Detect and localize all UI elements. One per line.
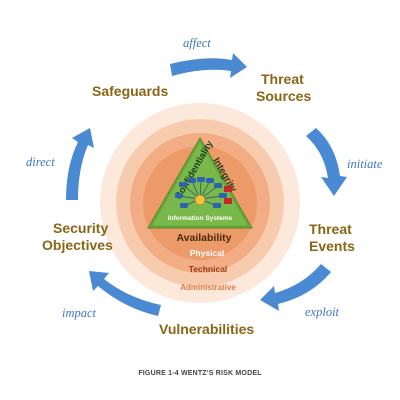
arrow-initiate <box>306 128 347 196</box>
network-icon <box>175 177 232 208</box>
node-threat-sources-line2: Sources <box>256 88 311 104</box>
node-security-objectives-line2: Objectives <box>42 237 113 253</box>
ring-label-availability: Availability <box>176 232 231 244</box>
label-impact: impact <box>62 306 97 320</box>
node-threat-events-line2: Events <box>309 238 355 254</box>
node-safeguards: Safeguards <box>92 83 168 99</box>
node-labels: Safeguards Threat Sources Threat Events … <box>42 71 355 337</box>
triangle-information-systems: Information Systems <box>168 215 233 222</box>
arrow-exploit <box>260 264 331 311</box>
arrow-affect <box>170 53 247 78</box>
label-initiate: initiate <box>347 157 383 171</box>
ring-label-administrative: Administrative <box>180 283 236 292</box>
ring-labels: Availability Physical Technical Administ… <box>176 232 236 292</box>
ring-label-technical: Technical <box>189 264 228 274</box>
ring-label-physical: Physical <box>190 248 225 258</box>
node-vulnerabilities: Vulnerabilities <box>159 321 254 337</box>
node-security-objectives-line1: Security <box>53 220 108 236</box>
arrow-labels: affect initiate exploit impact direct <box>26 36 383 320</box>
figure-caption: FIGURE 1-4 WENTZ'S RISK MODEL <box>138 370 262 377</box>
node-threat-sources-line1: Threat <box>261 71 304 87</box>
arrow-impact <box>89 271 161 316</box>
triangle-highlight <box>153 143 247 225</box>
cycle-arrows <box>66 53 347 316</box>
arrow-direct <box>66 128 94 200</box>
label-exploit: exploit <box>305 305 340 319</box>
label-direct: direct <box>26 155 55 169</box>
label-affect: affect <box>183 36 211 50</box>
node-threat-events-line1: Threat <box>309 221 352 237</box>
